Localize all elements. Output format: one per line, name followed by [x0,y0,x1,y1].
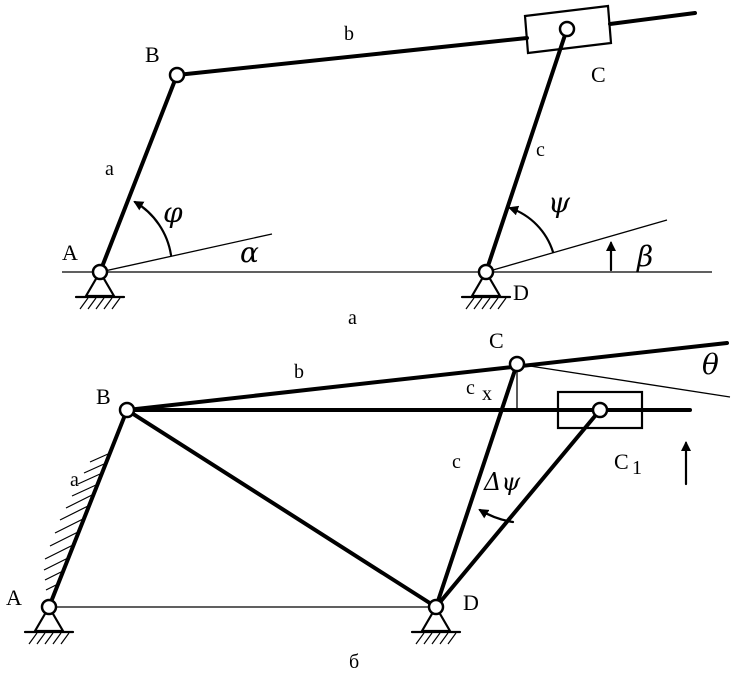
bottom-label-B: B [96,384,111,409]
bottom-label-b-coupler: b [294,361,304,383]
top-beta-line [485,219,668,273]
bottom-joint-D [427,598,445,616]
top-phi-arc [133,200,173,257]
top-slider-block [523,4,613,55]
top-mechanism: A B C D a b c a φ ψ α β [62,4,712,329]
bottom-support-D [410,604,462,645]
bottom-link-BD [125,408,438,609]
top-label-alpha: α [240,236,259,269]
top-joint-A [91,263,109,281]
bottom-joint-C [508,355,526,373]
bottom-link-DC1 [434,408,602,609]
top-joint-B [168,66,186,84]
top-support-D [460,269,512,310]
bottom-support-A [23,604,75,645]
top-label-D: D [513,280,529,305]
top-label-B: B [145,42,160,67]
top-alpha-line [99,233,273,273]
top-joint-C [558,20,576,38]
bottom-theta-line [516,363,731,398]
bottom-label-a-crank: a [70,469,79,491]
bottom-label-D: D [463,590,479,615]
top-joint-D [477,263,495,281]
bottom-label-c-rocker: c [452,451,461,473]
bottom-joint-B [118,401,136,419]
top-label-A: A [62,240,78,265]
bottom-label-C: C [489,328,504,353]
top-label-C: C [591,62,606,87]
top-label-c-rocker: c [536,139,545,161]
top-support-A [74,269,126,310]
bottom-caption: б [349,651,359,673]
bottom-joint-A [40,598,58,616]
bottom-link-c [434,362,519,609]
top-label-b-coupler: b [344,23,354,45]
top-link-a [98,73,179,274]
bottom-label-cx: c [466,377,475,399]
bottom-label-C1: C [614,449,629,474]
top-label-psi: ψ [548,186,571,219]
top-label-a-base: a [348,307,357,329]
bottom-label-A: A [6,585,22,610]
top-label-beta: β [636,240,653,273]
bottom-label-delta-psi: Δψ [483,468,521,496]
top-label-phi: φ [163,196,183,229]
bottom-delta-psi-arc [478,508,515,524]
bottom-label-cx-sub: x [482,383,492,405]
bottom-fixed-hatch [43,453,109,591]
top-slider-guide [608,11,697,26]
bottom-link-b [125,341,729,412]
top-psi-arc [508,205,555,254]
bottom-slider-block [556,390,644,430]
bottom-label-C1-sub: 1 [632,457,642,479]
bottom-link-a [47,408,129,609]
top-link-c [484,27,569,274]
top-link-b [175,36,529,77]
top-label-a-crank: a [105,158,114,180]
bottom-mechanism: A B C D C 1 a b c c x Δψ θ б [6,328,731,673]
bottom-label-theta: θ [702,348,719,381]
bottom-joint-C1 [591,401,609,419]
